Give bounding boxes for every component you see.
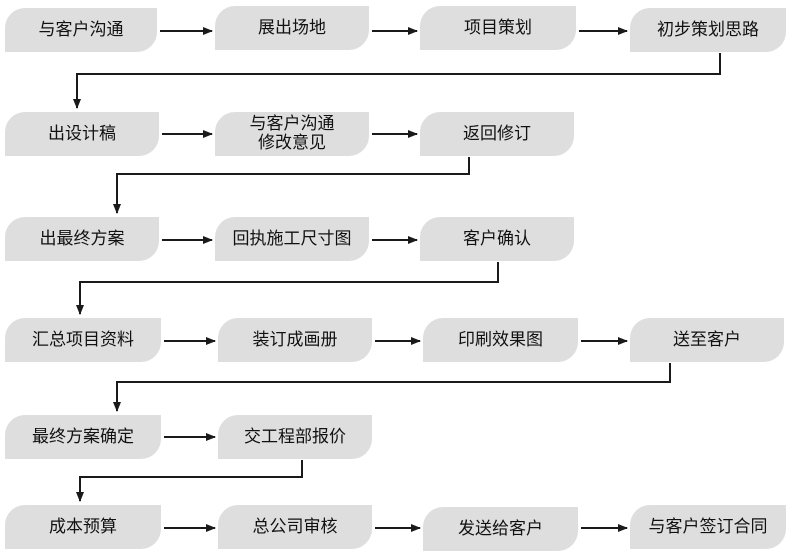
- step-cost-budget: 成本预算: [5, 505, 161, 549]
- step-sign-contract: 与客户签订合同: [630, 505, 786, 549]
- arrow-r5-to-r6: [76, 460, 303, 502]
- step-compile-materials: 汇总项目资料: [5, 318, 161, 362]
- step-project-planning: 项目策划: [420, 6, 576, 50]
- step-send-client: 发送给客户: [423, 507, 578, 551]
- step-print-renderings: 印刷效果图: [423, 318, 578, 362]
- step-construction-drawing: 回执施工尺寸图: [215, 217, 369, 261]
- step-client-confirm: 客户确认: [420, 217, 574, 261]
- step-final-confirmed: 最终方案确定: [5, 415, 161, 459]
- step-final-proposal: 出最终方案: [5, 217, 159, 261]
- arrow-r2-to-r3: [113, 157, 470, 214]
- step-engineering-quote: 交工程部报价: [218, 415, 372, 459]
- step-return-revise: 返回修订: [420, 112, 574, 156]
- step-exhibition-venue: 展出场地: [215, 6, 369, 50]
- step-hq-review: 总公司审核: [218, 505, 372, 549]
- step-deliver-client: 送至客户: [630, 318, 784, 362]
- step-preliminary-plan: 初步策划思路: [630, 8, 786, 52]
- step-communicate-revisions: 与客户沟通 修改意见: [215, 112, 369, 156]
- arrow-r1-to-r2: [73, 53, 721, 109]
- arrow-r3-to-r4: [76, 262, 499, 315]
- arrow-r4-to-r5: [113, 363, 671, 412]
- step-bind-album: 装订成画册: [218, 318, 372, 362]
- step-draft-design: 出设计稿: [5, 112, 159, 156]
- step-communicate-client: 与客户沟通: [5, 8, 157, 52]
